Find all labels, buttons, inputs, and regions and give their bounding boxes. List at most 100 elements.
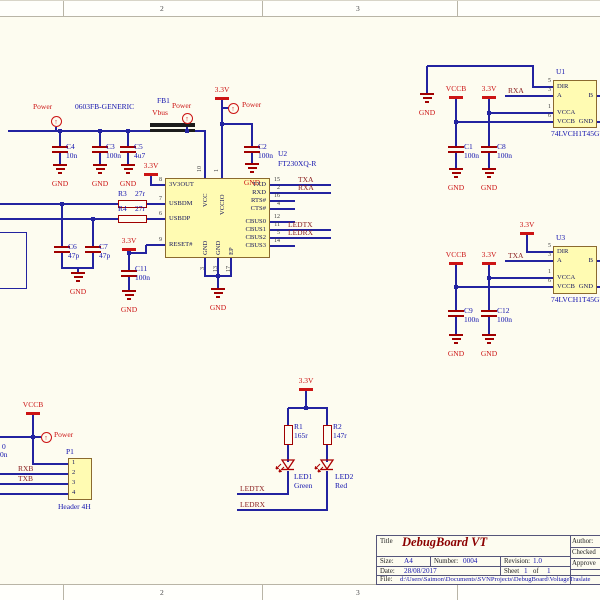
led-symbol[interactable] xyxy=(274,459,300,477)
power-bar-symbol[interactable] xyxy=(482,96,496,99)
power-label[interactable]: 3.3V xyxy=(298,376,314,385)
gnd-symbol[interactable] xyxy=(420,93,434,103)
designator-text[interactable]: 0 xyxy=(2,442,6,451)
pin-number[interactable]: 6 xyxy=(159,211,162,217)
pin-name[interactable]: VCC xyxy=(202,193,209,207)
power-bar-symbol[interactable] xyxy=(449,262,463,265)
designator-text[interactable]: 100n xyxy=(497,315,512,324)
net-label[interactable]: LEDTX xyxy=(288,220,313,229)
resistor-R4[interactable] xyxy=(118,215,147,223)
pin-name[interactable]: 2 xyxy=(72,469,76,476)
net-label[interactable]: TXA xyxy=(298,175,314,184)
power-label[interactable]: GND xyxy=(418,108,436,117)
pin-number[interactable]: 3 xyxy=(200,267,206,270)
gnd-symbol[interactable] xyxy=(53,164,67,174)
pin-name[interactable]: CTS# xyxy=(250,205,266,212)
gnd-symbol[interactable] xyxy=(482,168,496,178)
pin-name[interactable]: VCCB xyxy=(557,118,575,125)
power-bar-symbol[interactable] xyxy=(144,173,158,176)
designator-text[interactable]: R3 xyxy=(118,189,127,198)
designator-text[interactable]: U2 xyxy=(278,149,288,158)
power-label[interactable]: 3.3V xyxy=(121,236,137,245)
power-bar-symbol[interactable] xyxy=(26,412,40,415)
designator-text[interactable]: C6 xyxy=(68,242,77,251)
designator-text[interactable]: 47p xyxy=(68,251,80,260)
pin-number[interactable]: 1 xyxy=(214,169,220,172)
designator-text[interactable]: Green xyxy=(294,481,313,490)
net-label[interactable]: RXA xyxy=(508,86,524,95)
designator-text[interactable]: 100n xyxy=(106,151,121,160)
pin-name[interactable]: RXD xyxy=(252,189,266,196)
power-label[interactable]: 3.3V xyxy=(519,220,535,229)
pin-name[interactable]: B xyxy=(588,92,593,99)
pin-name[interactable]: USBDM xyxy=(169,200,193,207)
power-bar-symbol[interactable] xyxy=(482,262,496,265)
gnd-symbol[interactable] xyxy=(122,290,136,300)
designator-text[interactable]: 100n xyxy=(464,151,479,160)
pin-number[interactable]: 2 xyxy=(277,185,280,191)
power-label[interactable]: GND xyxy=(51,179,69,188)
pin-number[interactable]: 1 xyxy=(548,269,551,275)
power-port-circle[interactable]: ↑ xyxy=(227,102,239,114)
designator-text[interactable]: 0603FB-GENERIC xyxy=(75,102,135,111)
capacitor-symbol[interactable] xyxy=(244,146,260,154)
designator-text[interactable]: 165r xyxy=(294,431,308,440)
power-label[interactable]: VCCB xyxy=(445,250,467,259)
power-bar-symbol[interactable] xyxy=(449,96,463,99)
power-label[interactable]: GND xyxy=(120,305,138,314)
designator-text[interactable]: 4u7 xyxy=(134,151,146,160)
pin-name[interactable]: 3 xyxy=(72,479,76,486)
resistor-R1[interactable] xyxy=(284,425,293,445)
pin-number[interactable]: 5 xyxy=(548,78,551,84)
gnd-symbol[interactable] xyxy=(482,334,496,344)
pin-name[interactable]: DIR xyxy=(557,83,569,90)
power-port-circle[interactable]: ↑ xyxy=(40,431,52,443)
pin-name[interactable]: 4 xyxy=(72,489,76,496)
designator-text[interactable]: U3 xyxy=(556,233,566,242)
designator-text[interactable]: Header 4H xyxy=(58,502,91,511)
designator-text[interactable]: FB1 xyxy=(157,96,170,105)
capacitor-symbol[interactable] xyxy=(54,246,70,254)
pin-number[interactable]: 11 xyxy=(274,222,280,228)
pin-number[interactable]: 13 xyxy=(213,266,219,272)
designator-text[interactable]: U1 xyxy=(556,67,566,76)
pin-number[interactable]: 12 xyxy=(274,214,280,220)
designator-text[interactable]: C7 xyxy=(99,242,108,251)
pin-number[interactable]: 4 xyxy=(277,201,280,207)
power-bar-symbol[interactable] xyxy=(215,97,229,100)
gnd-symbol[interactable] xyxy=(211,288,225,298)
designator-text[interactable]: 27r xyxy=(135,204,145,213)
pin-name[interactable]: CBUS2 xyxy=(245,234,266,241)
designator-text[interactable]: C9 xyxy=(464,306,473,315)
pin-number[interactable]: 6 xyxy=(548,113,551,119)
designator-text[interactable]: 74LVCH1T45GV xyxy=(551,129,600,138)
chip-U3[interactable] xyxy=(553,246,597,294)
pin-name[interactable]: DIR xyxy=(557,248,569,255)
power-label[interactable]: Power xyxy=(54,430,74,439)
net-label[interactable]: LEDRX xyxy=(288,228,313,237)
pin-name[interactable]: A xyxy=(557,257,562,264)
pin-name[interactable]: VCCA xyxy=(557,109,576,116)
gnd-symbol[interactable] xyxy=(71,272,85,282)
header-P1[interactable] xyxy=(68,458,92,500)
power-label[interactable]: GND xyxy=(447,349,465,358)
pin-name[interactable]: VCCA xyxy=(557,274,576,281)
pin-number[interactable]: 9 xyxy=(159,237,162,243)
designator-text[interactable]: 100n xyxy=(464,315,479,324)
capacitor-symbol[interactable] xyxy=(481,146,497,154)
designator-text[interactable]: LED1 xyxy=(294,472,313,481)
pin-name[interactable]: VCCB xyxy=(557,283,575,290)
pin-name[interactable]: VCCIO xyxy=(219,194,226,215)
power-label[interactable]: GND xyxy=(447,183,465,192)
designator-text[interactable]: Red xyxy=(335,481,348,490)
power-label[interactable]: VCCB xyxy=(445,84,467,93)
designator-text[interactable]: R1 xyxy=(294,422,303,431)
designator-text[interactable]: C5 xyxy=(134,142,143,151)
pin-number[interactable]: 14 xyxy=(274,238,280,244)
capacitor-symbol[interactable] xyxy=(448,310,464,318)
net-label[interactable]: TXB xyxy=(18,474,33,483)
pin-name[interactable]: B xyxy=(588,257,593,264)
power-label[interactable]: Power xyxy=(33,102,53,111)
resistor-R2[interactable] xyxy=(323,425,332,445)
pin-number[interactable]: 17 xyxy=(226,266,232,272)
